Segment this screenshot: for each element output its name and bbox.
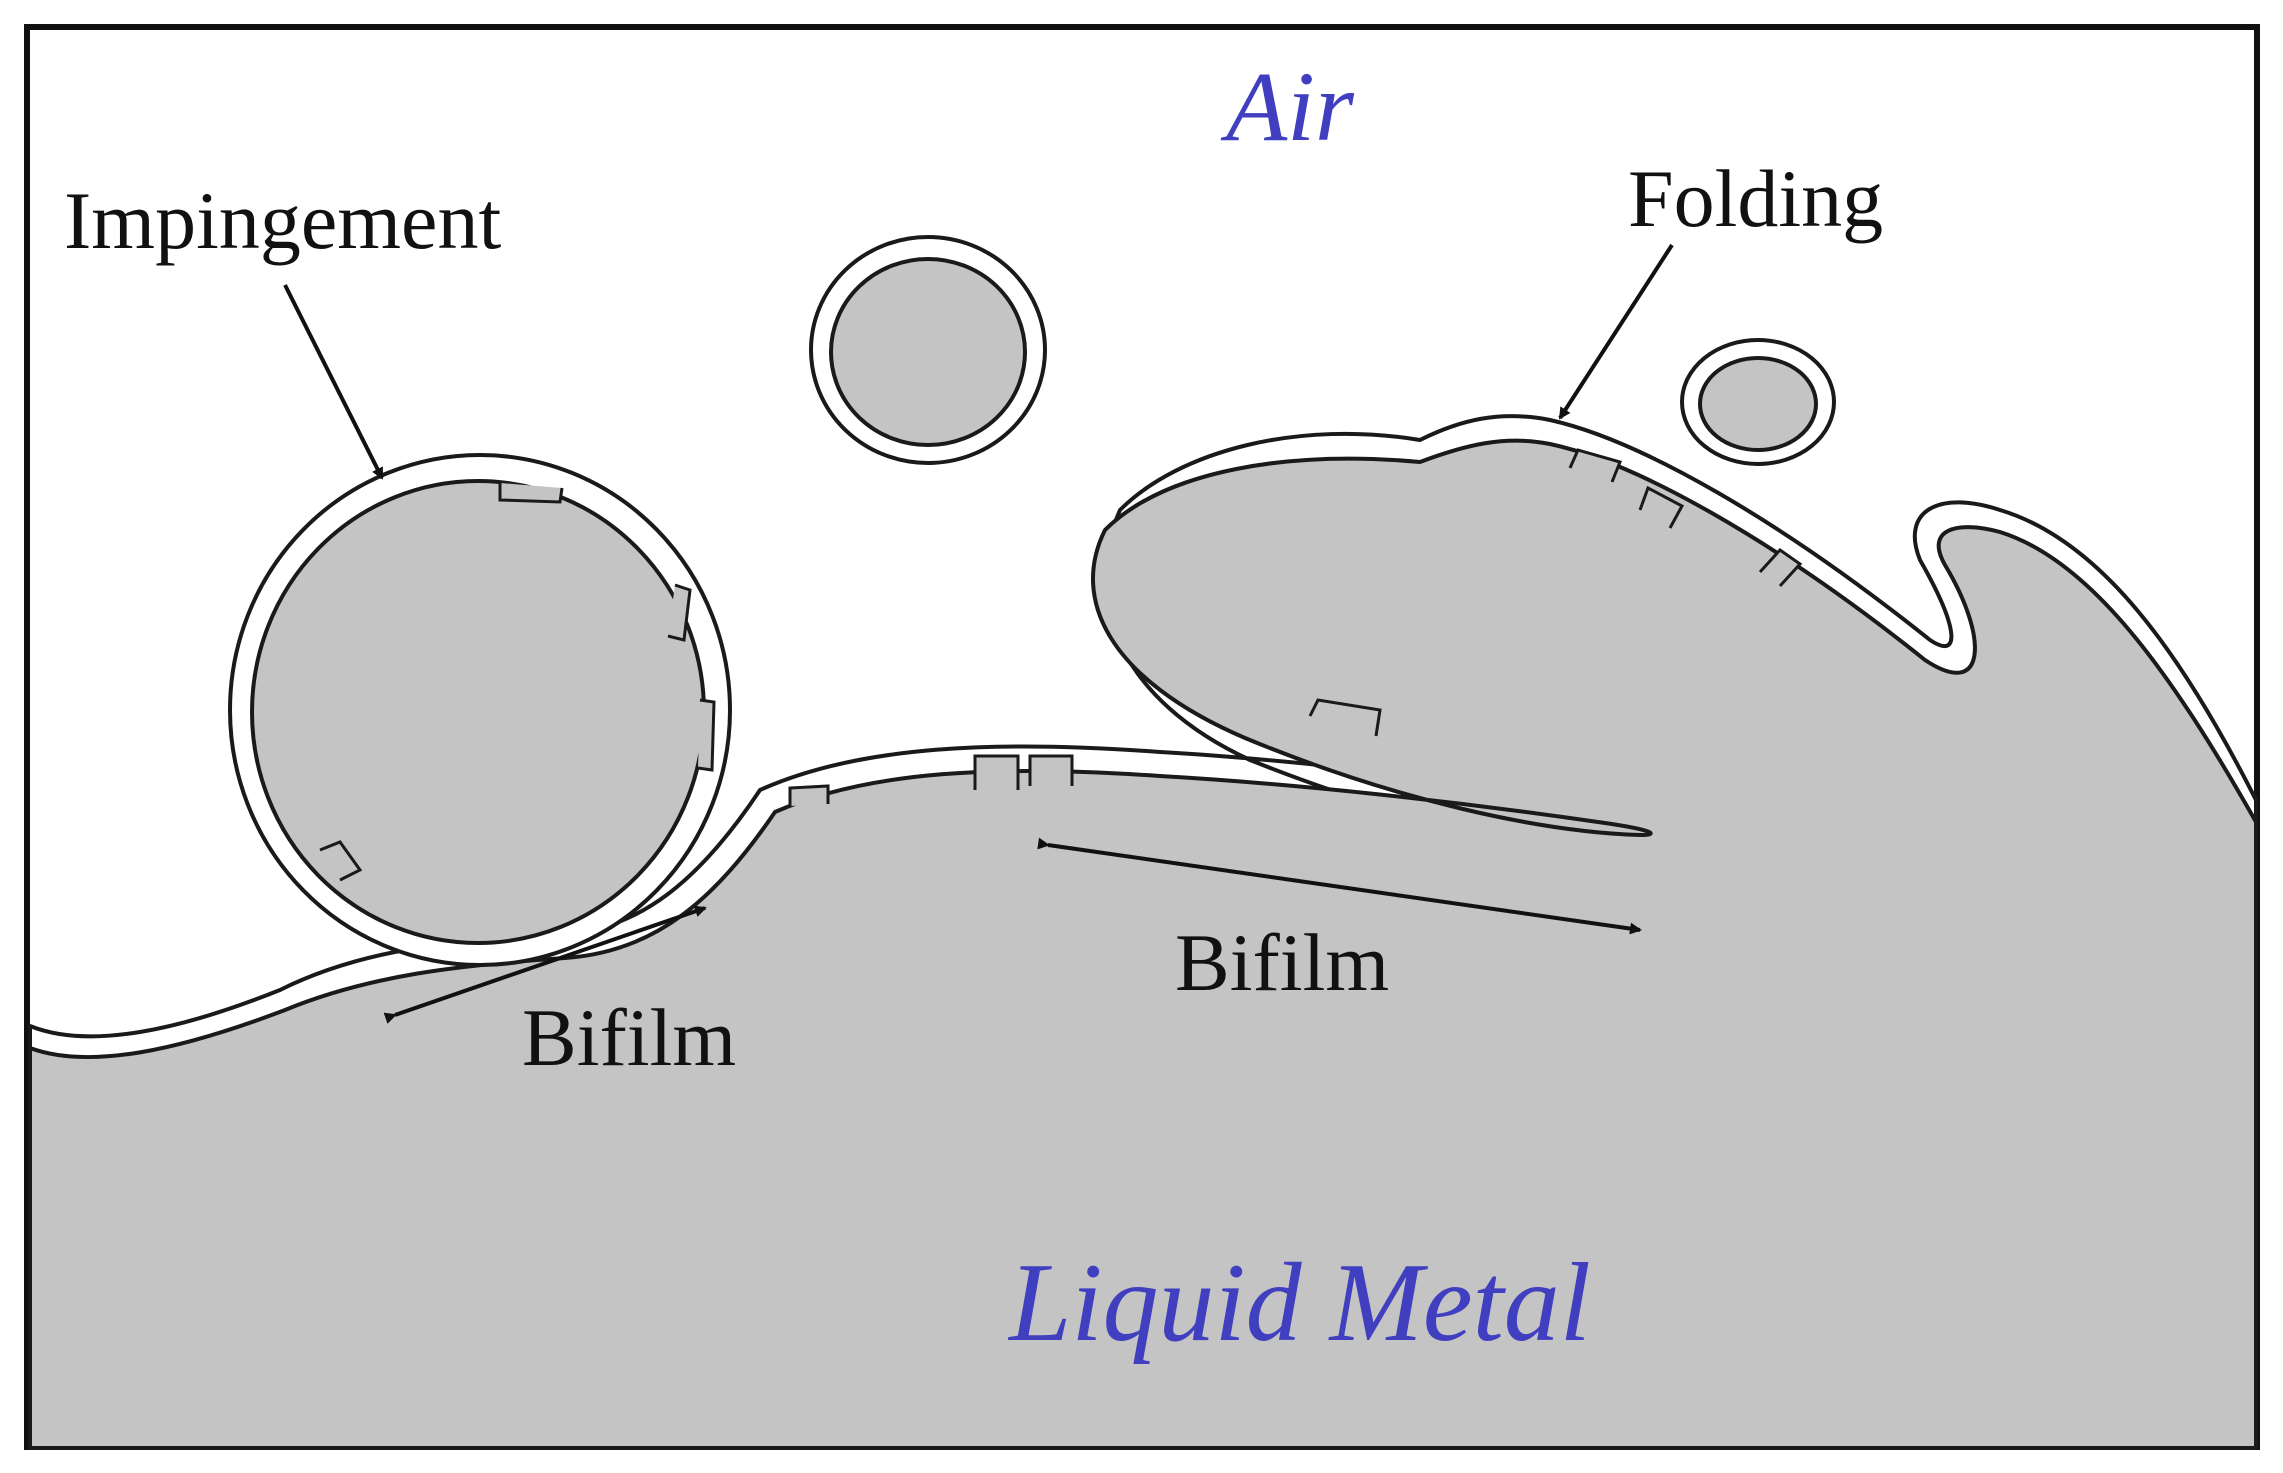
droplet-middle (809, 235, 1047, 465)
film-notches (788, 448, 1803, 806)
liquid-metal-label: Liquid Metal (1007, 1241, 1591, 1365)
impingement-arrow (283, 284, 384, 480)
bifilm-right-label: Bifilm (1175, 917, 1389, 1008)
folding-label: Folding (1628, 153, 1883, 244)
bifilm-right-arrow (1037, 837, 1642, 935)
folding-arrow (1558, 243, 1674, 420)
air-label: Air (1220, 51, 1355, 162)
impingement-label: Impingement (64, 175, 501, 266)
impingement-droplet (228, 453, 732, 967)
bifilm-left-arrow (383, 905, 707, 1024)
bifilm-left-label: Bifilm (522, 992, 736, 1083)
droplet-small (1680, 338, 1836, 466)
